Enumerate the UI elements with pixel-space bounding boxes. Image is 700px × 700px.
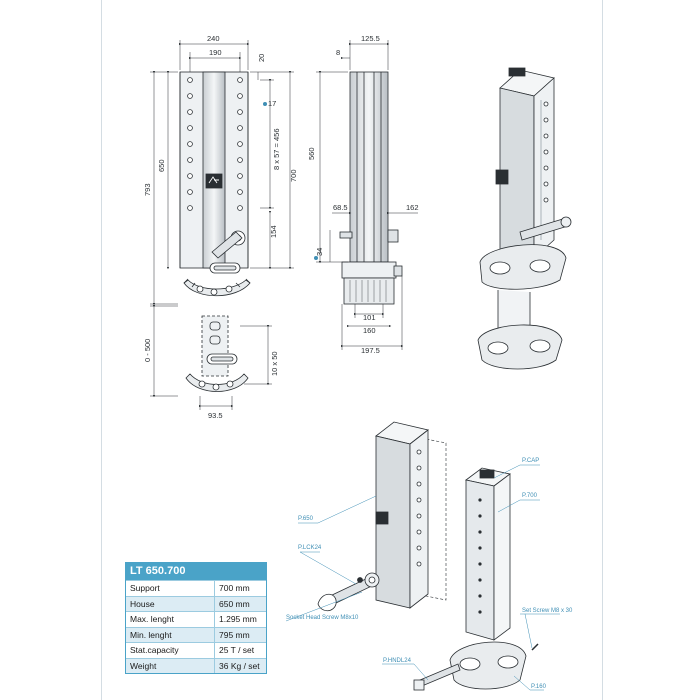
front-view-dimensions xyxy=(150,40,294,306)
spec-table: LT 650.700 Support 700 mm House 650 mm Max… xyxy=(125,562,267,674)
spec-row: Min. lenght 795 mm xyxy=(126,626,266,642)
dim-base-inner: 101 xyxy=(363,313,376,322)
dim-ext-range: 0 - 500 xyxy=(143,339,152,362)
callout-handle: P.HNDL24 xyxy=(383,658,412,664)
dim-width-inner: 190 xyxy=(209,48,222,57)
spec-label: Support xyxy=(126,581,215,596)
callout-lock: P.LCK24 xyxy=(298,545,322,551)
extension-view xyxy=(185,315,249,392)
dim-ext-base: 93.5 xyxy=(208,411,223,420)
spec-label: Weight xyxy=(126,658,215,673)
spec-value: 25 T / set xyxy=(219,645,255,655)
side-view-dimensions xyxy=(316,40,418,350)
spec-row: Weight 36 Kg / set xyxy=(126,657,266,673)
dim-ext-step: 10 x 50 xyxy=(270,351,279,376)
dim-hole-diameter: 17 xyxy=(268,99,276,108)
callout-p650: P.650 xyxy=(298,516,314,522)
dim-pin-left: 68.5 xyxy=(333,203,348,212)
side-view xyxy=(339,71,403,305)
spec-value: 700 mm xyxy=(219,583,250,593)
dim-pin-diameter: 34 xyxy=(315,248,324,256)
callout-p160: P.160 xyxy=(531,684,547,690)
spec-value: 795 mm xyxy=(219,629,250,640)
dim-top-offset: 20 xyxy=(257,54,266,62)
dim-side-height: 560 xyxy=(307,147,316,160)
extension-dimensions xyxy=(150,304,272,410)
dim-width-outer: 240 xyxy=(207,34,220,43)
dim-base-outer: 197.5 xyxy=(361,346,380,355)
dim-bottom-holes: 154 xyxy=(269,225,278,238)
dim-pin-right: 162 xyxy=(406,203,419,212)
dim-total-height: 793 xyxy=(143,183,152,196)
pin-marker-icon xyxy=(314,256,318,260)
spec-row: Stat.capacity 25 T / set xyxy=(126,642,266,658)
dim-base-mid: 160 xyxy=(363,326,376,335)
spec-value: 650 mm xyxy=(219,598,250,609)
callout-labels: P.CAP P.700 P.650 P.LCK24 Socket Head Sc… xyxy=(286,458,573,690)
exploded-assembly xyxy=(317,421,539,691)
callout-socket-screw: Socket Head Screw M8x10 xyxy=(286,615,359,621)
spec-label: Min. lenght xyxy=(126,627,215,642)
dim-support-height: 700 xyxy=(289,169,298,182)
isometric-assembly xyxy=(477,67,572,370)
hole-marker-icon xyxy=(263,102,267,106)
spec-label: House xyxy=(126,596,215,611)
spec-label: Stat.capacity xyxy=(126,643,215,658)
callout-set-screw: Set Screw M8 x 30 xyxy=(522,608,573,614)
dim-side-width: 125.5 xyxy=(361,34,380,43)
spec-value: 36 Kg / set xyxy=(219,660,260,671)
callout-p700: P.700 xyxy=(522,493,538,499)
spec-label: Max. lenght xyxy=(126,612,215,627)
spec-row: House 650 mm xyxy=(126,595,266,611)
callout-leaders xyxy=(285,464,560,691)
dimension-labels: 240 190 20 17 8 x 57 = 456 700 650 793 1… xyxy=(143,34,419,420)
dim-side-offset: 8 xyxy=(336,48,340,57)
spec-row: Max. lenght 1.295 mm xyxy=(126,611,266,627)
dim-hole-spacing: 8 x 57 = 456 xyxy=(272,129,281,171)
spec-title: LT 650.700 xyxy=(126,563,266,580)
front-view xyxy=(179,71,251,297)
callout-cap: P.CAP xyxy=(522,458,539,464)
dim-house-height: 650 xyxy=(157,159,166,172)
spec-row: Support 700 mm xyxy=(126,580,266,596)
spec-value: 1.295 mm xyxy=(219,614,257,624)
